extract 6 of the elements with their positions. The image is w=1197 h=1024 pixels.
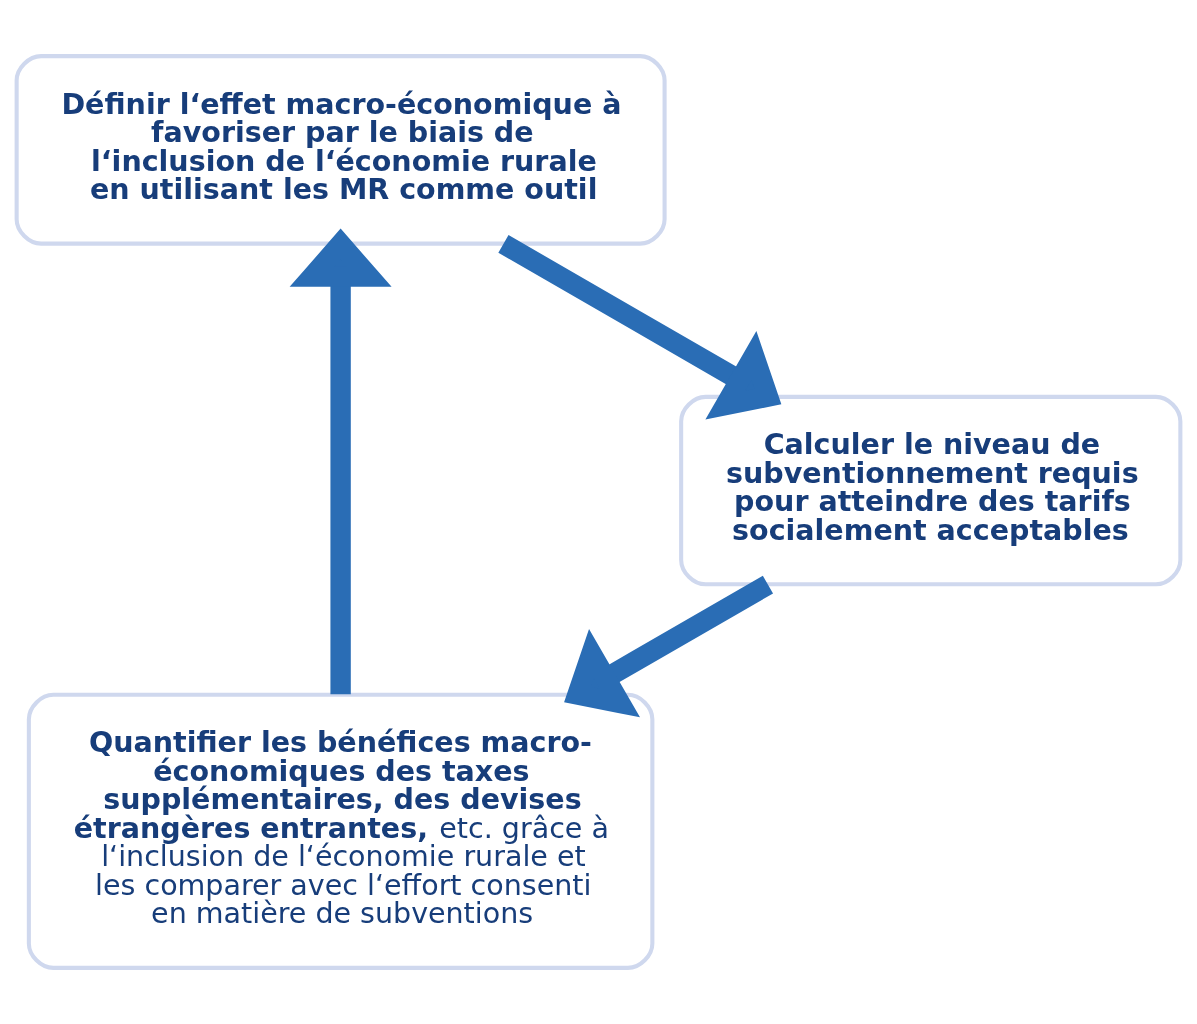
node-box: Quantifier les bénéfices macro-économiques des taxes supplémentaires, des devises étrangères entrantes, etc. grâce à l‘inclusion de l‘économie rurale et les comparer avec l‘effort consenti en matière de subventions [26,692,655,970]
node-box: Définir l‘effet macro-économique à favoriser par le biais de l‘inclusion de l‘économie rurale en utilisant les MR comme outil [14,54,667,246]
arrow [498,235,782,420]
arrow [564,575,774,718]
arrow [289,228,392,695]
node-box: Calculer le niveau de subventionnement requis pour atteindre des tarifs socialement acceptables [679,394,1183,587]
